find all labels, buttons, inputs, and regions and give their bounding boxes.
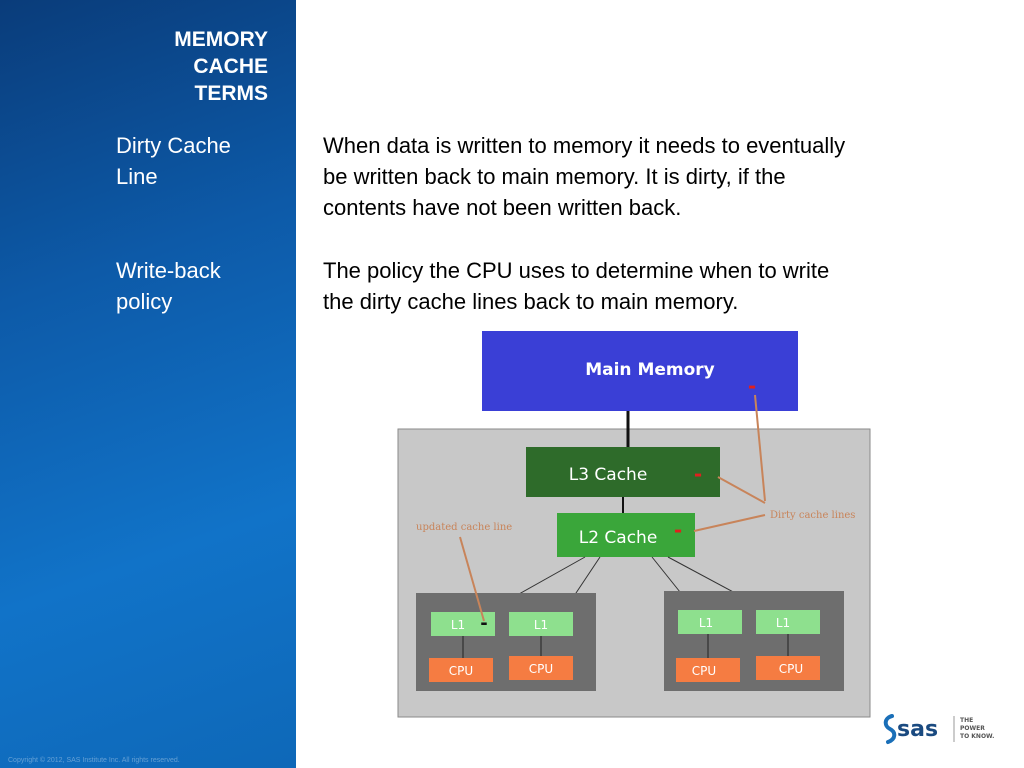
main-memory-label: Main Memory <box>585 360 715 380</box>
sas-swoosh-icon <box>883 714 897 744</box>
cpu-label: CPU <box>779 662 803 676</box>
annotation-dirty-cache-lines: Dirty cache lines <box>770 510 855 521</box>
slide-title-line-2: CACHE <box>193 55 268 78</box>
term-write-back-policy: Write-back policy <box>116 255 286 317</box>
l1-cache-label: L1 <box>699 616 713 630</box>
definition-write-back-policy: The policy the CPU uses to determine whe… <box>323 255 963 317</box>
dirty-mark-l1: - <box>480 613 487 634</box>
l1-cache-box <box>756 610 820 634</box>
definition-line: contents have not been written back. <box>323 195 682 220</box>
l3-cache-box <box>526 447 720 497</box>
definition-dirty-cache-line: When data is written to memory it needs … <box>323 130 963 223</box>
definition-line: The policy the CPU uses to determine whe… <box>323 258 830 283</box>
copyright-notice: Copyright © 2012, SAS Institute Inc. All… <box>8 757 180 764</box>
cpu-box <box>509 656 573 680</box>
logo-tagline-line: TO KNOW. <box>960 733 994 740</box>
slide-title: MEMORY CACHE TERMS <box>48 26 268 107</box>
logo-tagline-line: POWER <box>960 725 985 732</box>
dirty-mark-main-memory: - <box>748 374 756 398</box>
definition-line: the dirty cache lines back to main memor… <box>323 289 739 314</box>
annotation-updated-cache-line: updated cache line <box>416 522 512 533</box>
slide-title-line-3: TERMS <box>194 82 269 105</box>
annotation-dirty-pointer-l3 <box>717 476 766 504</box>
sas-logo-text: sas <box>897 717 938 742</box>
term-line: Dirty Cache <box>116 133 231 158</box>
term-line: policy <box>116 289 173 314</box>
cpu-label: CPU <box>449 664 473 678</box>
dirty-mark-l3: - <box>694 462 702 486</box>
l1-cache-label: L1 <box>776 616 790 630</box>
l2-cache-box <box>557 513 695 557</box>
cpu-box <box>429 658 493 682</box>
sas-logo: sas THE POWER TO KNOW. <box>883 714 994 744</box>
dirty-mark-l2: - <box>674 518 682 542</box>
logo-tagline-line: THE <box>960 717 973 724</box>
l3-cache-label: L3 Cache <box>569 465 648 485</box>
cpu-box <box>756 656 820 680</box>
cache-hierarchy-diagram: Main Memory L3 Cache - L2 Cache - L1 - L… <box>397 331 871 718</box>
cpu-box <box>676 658 740 682</box>
definition-line: be written back to main memory. It is di… <box>323 164 786 189</box>
l1-cache-label: L1 <box>451 618 465 632</box>
definition-line: When data is written to memory it needs … <box>323 133 846 158</box>
main-memory-box <box>482 331 798 411</box>
slide-title-line-1: MEMORY <box>174 28 268 51</box>
l1-cache-label: L1 <box>534 618 548 632</box>
l1-cache-box <box>509 612 573 636</box>
sidebar-panel: MEMORY CACHE TERMS Dirty Cache Line Writ… <box>0 0 296 768</box>
term-line: Line <box>116 164 158 189</box>
cpu-label: CPU <box>692 664 716 678</box>
annotation-updated-pointer <box>459 536 485 622</box>
annotation-dirty-pointer-memory <box>754 394 766 502</box>
annotation-dirty-pointer-l2 <box>693 514 766 532</box>
l2-cache-label: L2 Cache <box>579 528 658 548</box>
term-dirty-cache-line: Dirty Cache Line <box>116 130 286 192</box>
cpu-label: CPU <box>529 662 553 676</box>
term-line: Write-back <box>116 258 221 283</box>
l1-cache-box <box>678 610 742 634</box>
l1-cache-box <box>431 612 495 636</box>
